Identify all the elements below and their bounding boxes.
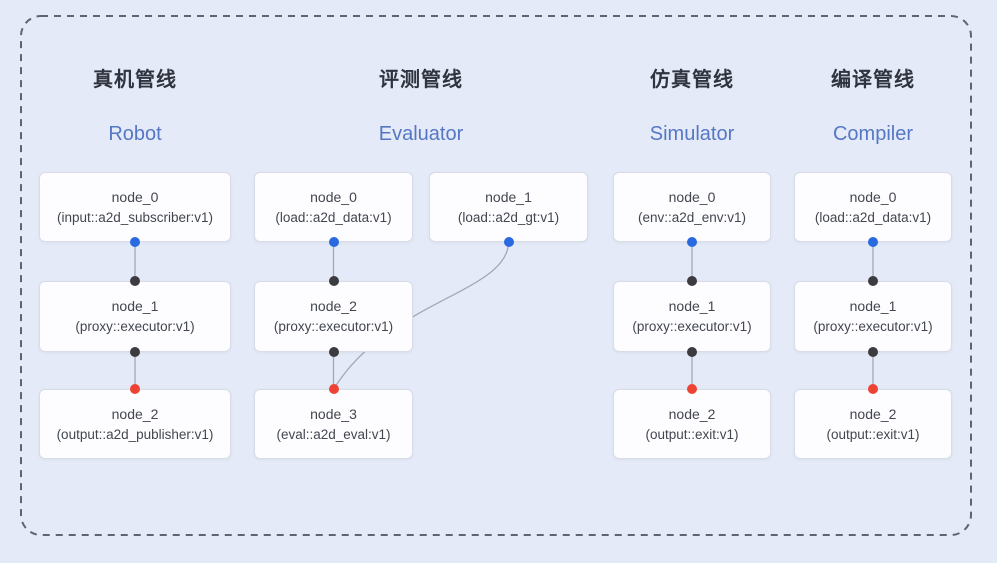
node-name-label: node_2 bbox=[849, 405, 897, 422]
node-type-label: (eval::a2d_eval:v1) bbox=[276, 426, 391, 442]
node-box-evaluator-node_0: node_0(load::a2d_data:v1) bbox=[254, 172, 413, 242]
dark-port-dot bbox=[687, 276, 697, 286]
edge-curve bbox=[334, 241, 510, 388]
node-name-label: node_3 bbox=[310, 405, 357, 422]
node-type-label: (proxy::executor:v1) bbox=[75, 319, 195, 335]
node-box-simulator-node_0: node_0(env::a2d_env:v1) bbox=[613, 172, 771, 242]
blue-port-dot bbox=[503, 237, 514, 247]
dark-port-dot bbox=[130, 347, 140, 357]
blue-port-dot bbox=[868, 237, 878, 247]
blue-port-dot bbox=[130, 237, 140, 247]
node-name-label: node_0 bbox=[310, 188, 357, 205]
pipeline-title-cn-compiler: 编译管线 bbox=[831, 69, 915, 91]
node-type-label: (load::a2d_data:v1) bbox=[814, 209, 932, 225]
node-box-compiler-node_2: node_2(output::exit:v1) bbox=[794, 389, 952, 459]
node-name-label: node_0 bbox=[849, 188, 897, 205]
node-name-label: node_1 bbox=[849, 298, 897, 315]
node-box-simulator-node_1: node_1(proxy::executor:v1) bbox=[613, 281, 771, 352]
node-name-label: node_0 bbox=[668, 188, 716, 205]
node-type-label: (load::a2d_gt:v1) bbox=[457, 209, 560, 225]
node-type-label: (output::exit:v1) bbox=[645, 426, 739, 442]
node-box-compiler-node_0: node_0(load::a2d_data:v1) bbox=[794, 172, 952, 242]
node-type-label: (output::exit:v1) bbox=[826, 426, 920, 442]
pipeline-title-en-robot: Robot bbox=[108, 123, 162, 145]
pipeline-title-en-simulator: Simulator bbox=[649, 123, 735, 145]
node-type-label: (proxy::executor:v1) bbox=[273, 319, 394, 335]
node-type-label: (env::a2d_env:v1) bbox=[637, 209, 747, 225]
node-box-robot-node_2: node_2(output::a2d_publisher:v1) bbox=[39, 389, 231, 459]
node-box-simulator-node_2: node_2(output::exit:v1) bbox=[613, 389, 771, 459]
red-port-dot bbox=[328, 384, 339, 394]
pipeline-title-en-compiler: Compiler bbox=[832, 123, 914, 145]
node-type-label: (proxy::executor:v1) bbox=[632, 319, 752, 335]
pipeline-title-en-evaluator: Evaluator bbox=[378, 123, 464, 145]
node-box-evaluator-node_1: node_1(load::a2d_gt:v1) bbox=[429, 172, 588, 242]
node-box-evaluator-node_3: node_3(eval::a2d_eval:v1) bbox=[254, 389, 413, 459]
dark-port-dot bbox=[328, 276, 339, 286]
node-type-label: (output::a2d_publisher:v1) bbox=[56, 426, 214, 442]
red-port-dot bbox=[130, 384, 140, 394]
node-type-label: (load::a2d_data:v1) bbox=[275, 209, 392, 225]
node-type-label: (input::a2d_subscriber:v1) bbox=[56, 209, 214, 225]
node-name-label: node_1 bbox=[111, 298, 159, 315]
blue-port-dot bbox=[328, 237, 339, 247]
node-name-label: node_2 bbox=[310, 298, 357, 315]
node-name-label: node_0 bbox=[111, 188, 159, 205]
node-name-label: node_2 bbox=[111, 405, 159, 422]
node-box-evaluator-node_2: node_2(proxy::executor:v1) bbox=[254, 281, 413, 352]
red-port-dot bbox=[868, 384, 878, 394]
dark-port-dot bbox=[868, 276, 878, 286]
pipeline-title-cn-robot: 真机管线 bbox=[93, 69, 177, 91]
dark-port-dot bbox=[328, 347, 339, 357]
dark-port-dot bbox=[868, 347, 878, 357]
node-name-label: node_1 bbox=[668, 298, 716, 315]
dark-port-dot bbox=[687, 347, 697, 357]
node-box-robot-node_1: node_1(proxy::executor:v1) bbox=[39, 281, 231, 352]
red-port-dot bbox=[687, 384, 697, 394]
node-name-label: node_2 bbox=[668, 405, 716, 422]
dark-port-dot bbox=[130, 276, 140, 286]
node-box-compiler-node_1: node_1(proxy::executor:v1) bbox=[794, 281, 952, 352]
dashed-frame-rect bbox=[20, 15, 972, 536]
node-type-label: (proxy::executor:v1) bbox=[813, 319, 933, 335]
node-name-label: node_1 bbox=[485, 188, 532, 205]
blue-port-dot bbox=[687, 237, 697, 247]
pipeline-title-cn-simulator: 仿真管线 bbox=[650, 69, 734, 91]
pipeline-title-cn-evaluator: 评测管线 bbox=[379, 69, 463, 91]
node-box-robot-node_0: node_0(input::a2d_subscriber:v1) bbox=[39, 172, 231, 242]
